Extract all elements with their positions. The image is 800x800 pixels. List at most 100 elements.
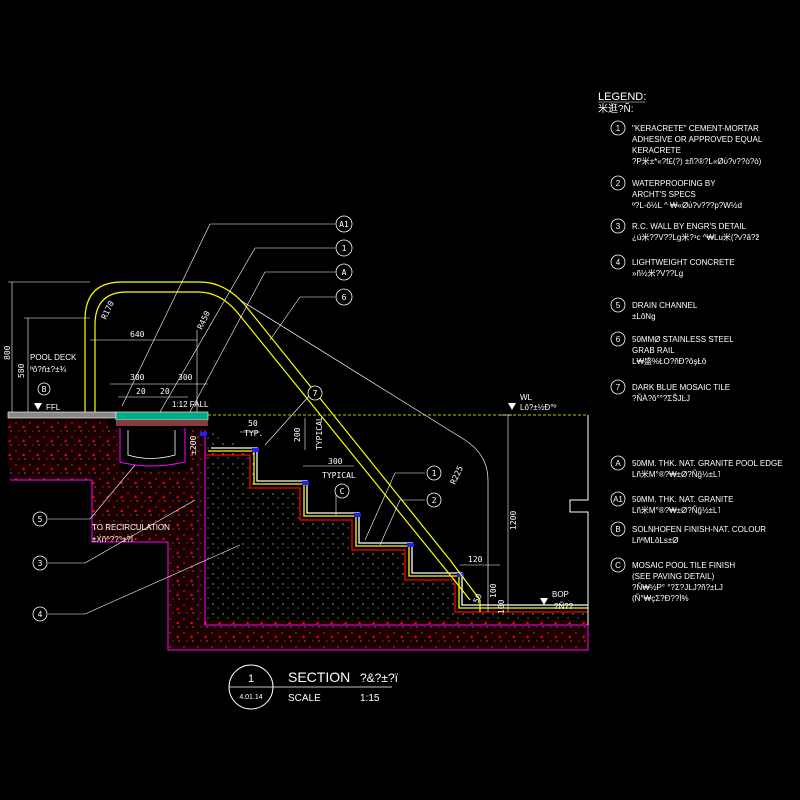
callout-7: 7 xyxy=(313,389,318,398)
legend-line: R.C. WALL BY ENGR'S DETAIL xyxy=(632,222,747,231)
concrete-structure xyxy=(8,418,588,650)
legend-line: ?P米±*«?f£(?) ±ñ?®?L«Øὑ?ν??ò?ò) xyxy=(632,156,762,166)
legend-marker xyxy=(610,120,626,136)
scale-label: SCALE xyxy=(288,693,321,704)
legend-marker xyxy=(610,254,626,270)
dim-300b: 300 xyxy=(178,373,193,382)
legend: LEGEND: 米逛?Ñ: xyxy=(598,91,646,115)
legend-line: 50MM. THK. NAT. GRANITE POOL EDGE xyxy=(632,459,783,468)
title-cn: ?&?±?ï xyxy=(360,671,399,685)
outline xyxy=(10,430,589,651)
dim-20a: 20 xyxy=(136,387,146,396)
bop-marker xyxy=(540,598,548,605)
title-sheet: 4.01.14 xyxy=(239,694,262,701)
dim-640: 640 xyxy=(130,330,145,339)
legend-marker-label: 7 xyxy=(616,383,621,392)
legend-line: ±LôNg xyxy=(632,312,656,321)
legend-marker-label: 5 xyxy=(616,301,621,310)
legend-marker-label: 3 xyxy=(616,222,621,231)
legend-marker-label: 2 xyxy=(616,179,621,188)
to-recirc-label: TO RECIRCULATION xyxy=(92,523,170,532)
wl-cn: Lô?±½Ð°º xyxy=(520,403,556,412)
legend-marker-label: 1 xyxy=(616,124,621,133)
grab-rail xyxy=(84,281,481,612)
legend-line: ?Ñ₩½P° °?Σ?JĿJ?ñ?±LJ xyxy=(632,583,723,592)
legend-line: SOLNHOFEN FINISH-NAT. COLOUR xyxy=(632,525,766,534)
legend-line: LIGHTWEIGHT CONCRETE xyxy=(632,258,735,267)
dim-300a: 300 xyxy=(130,373,145,382)
legend-line: (SEE PAVING DETAIL) xyxy=(632,572,715,581)
legend-line: ?ÑÀ?ô°°?ΣŠJĿJ xyxy=(632,394,690,403)
title-text: SECTION xyxy=(288,669,350,685)
dim-200b: ±200 xyxy=(189,436,198,455)
legend-marker xyxy=(610,175,626,191)
legend-marker xyxy=(610,297,626,313)
callout-1b: 1 xyxy=(432,469,437,478)
legend-line: GRAB RAIL xyxy=(632,346,675,355)
legend-line: Lñ米M°®?₩±Ø?Ñĝ½±L˥ xyxy=(632,505,721,515)
dim-100: 100 xyxy=(489,583,498,598)
dim-120: 120 xyxy=(468,555,483,564)
dim-800: 800 xyxy=(3,345,12,360)
callout-5: 5 xyxy=(38,515,43,524)
callout-markers xyxy=(32,215,442,622)
legend-marker xyxy=(610,379,626,395)
dim-580: 580 xyxy=(17,363,26,378)
legend-marker xyxy=(610,218,626,234)
legend-marker-label: C xyxy=(615,561,621,570)
dim-r170: R170 xyxy=(100,299,116,320)
ffl-marker xyxy=(34,403,42,410)
dim-r450: R450 xyxy=(196,309,212,330)
to-recirc-cn: ±Xñ^??°±?Ì xyxy=(92,535,133,544)
wl-marker xyxy=(508,403,516,410)
typical-label: TYPICAL xyxy=(315,416,324,450)
dim-300c: 300 xyxy=(328,457,343,466)
dim-1200: 1200 xyxy=(509,511,518,530)
legend-marker xyxy=(610,455,626,471)
legend-marker-label: A1 xyxy=(613,495,623,504)
legend-line: L₩盛%ŁO?ñĐ?ôşŁô xyxy=(632,356,707,366)
legend-line: MOSAIC POOL TILE FINISH xyxy=(632,561,735,570)
scale-value: 1:15 xyxy=(360,693,380,704)
callout-c: C xyxy=(340,487,345,496)
title-number: 1 xyxy=(248,673,254,685)
legend-marker-label: A xyxy=(615,459,621,468)
legend-line: º?L-ô½L ^ ₩«Øὑ?ν???p?W½d xyxy=(632,201,742,210)
fall-label: 1:12 FALL xyxy=(172,400,209,409)
callout-1: 1 xyxy=(342,244,347,253)
callout-a: A xyxy=(342,268,347,277)
callout-4: 4 xyxy=(38,610,43,619)
legend-marker-label: 4 xyxy=(616,258,621,267)
legend-line: "KERACRETE" CEMENT-MORTAR xyxy=(632,124,759,133)
callout-3: 3 xyxy=(38,559,43,568)
dim-50: 50 xyxy=(248,419,258,428)
legend-line: ¿ú米??V??Lg米?¹c ^₩Lu米(?ν?â?ž xyxy=(632,232,759,242)
legend-line: LñªMLôLs±Ø xyxy=(632,536,678,545)
legend-marker xyxy=(610,557,626,573)
dimension-lines xyxy=(8,281,512,612)
legend-line: 50MMØ STAINLESS STEEL xyxy=(632,335,734,344)
legend-line: DARK BLUE MOSAIC TILE xyxy=(632,383,730,392)
legend-marker xyxy=(610,491,626,507)
pool-deck-label: POOL DECK xyxy=(30,353,77,362)
dim-50b: 50 xyxy=(472,592,484,605)
legend-marker xyxy=(610,331,626,347)
wl-label: WL xyxy=(520,393,533,402)
pool-deck xyxy=(7,411,209,467)
legend-line: WATERPROOFING BY xyxy=(632,179,716,188)
legend-marker-label: 6 xyxy=(616,335,621,344)
callout-6: 6 xyxy=(342,293,347,302)
title-block xyxy=(228,664,392,710)
legend-line: Lñ米M°®?₩±Ø?Ñĝ½±L˥ xyxy=(632,469,721,479)
legend-line: ADHESIVE OR APPROVED EQUAL xyxy=(632,135,763,144)
legend-title: LEGEND: xyxy=(598,91,646,103)
callout-2: 2 xyxy=(432,496,437,505)
typical-label-2: TYPICAL xyxy=(322,471,356,480)
leader-lines xyxy=(48,223,425,615)
dim-100b: 100 xyxy=(497,599,506,614)
pool-wall-right xyxy=(569,415,589,625)
bop-label: BOP xyxy=(552,590,569,599)
legend-line: KERACRETE xyxy=(632,146,681,155)
callout-b: B xyxy=(42,385,47,394)
legend-marker-label: B xyxy=(615,525,620,534)
